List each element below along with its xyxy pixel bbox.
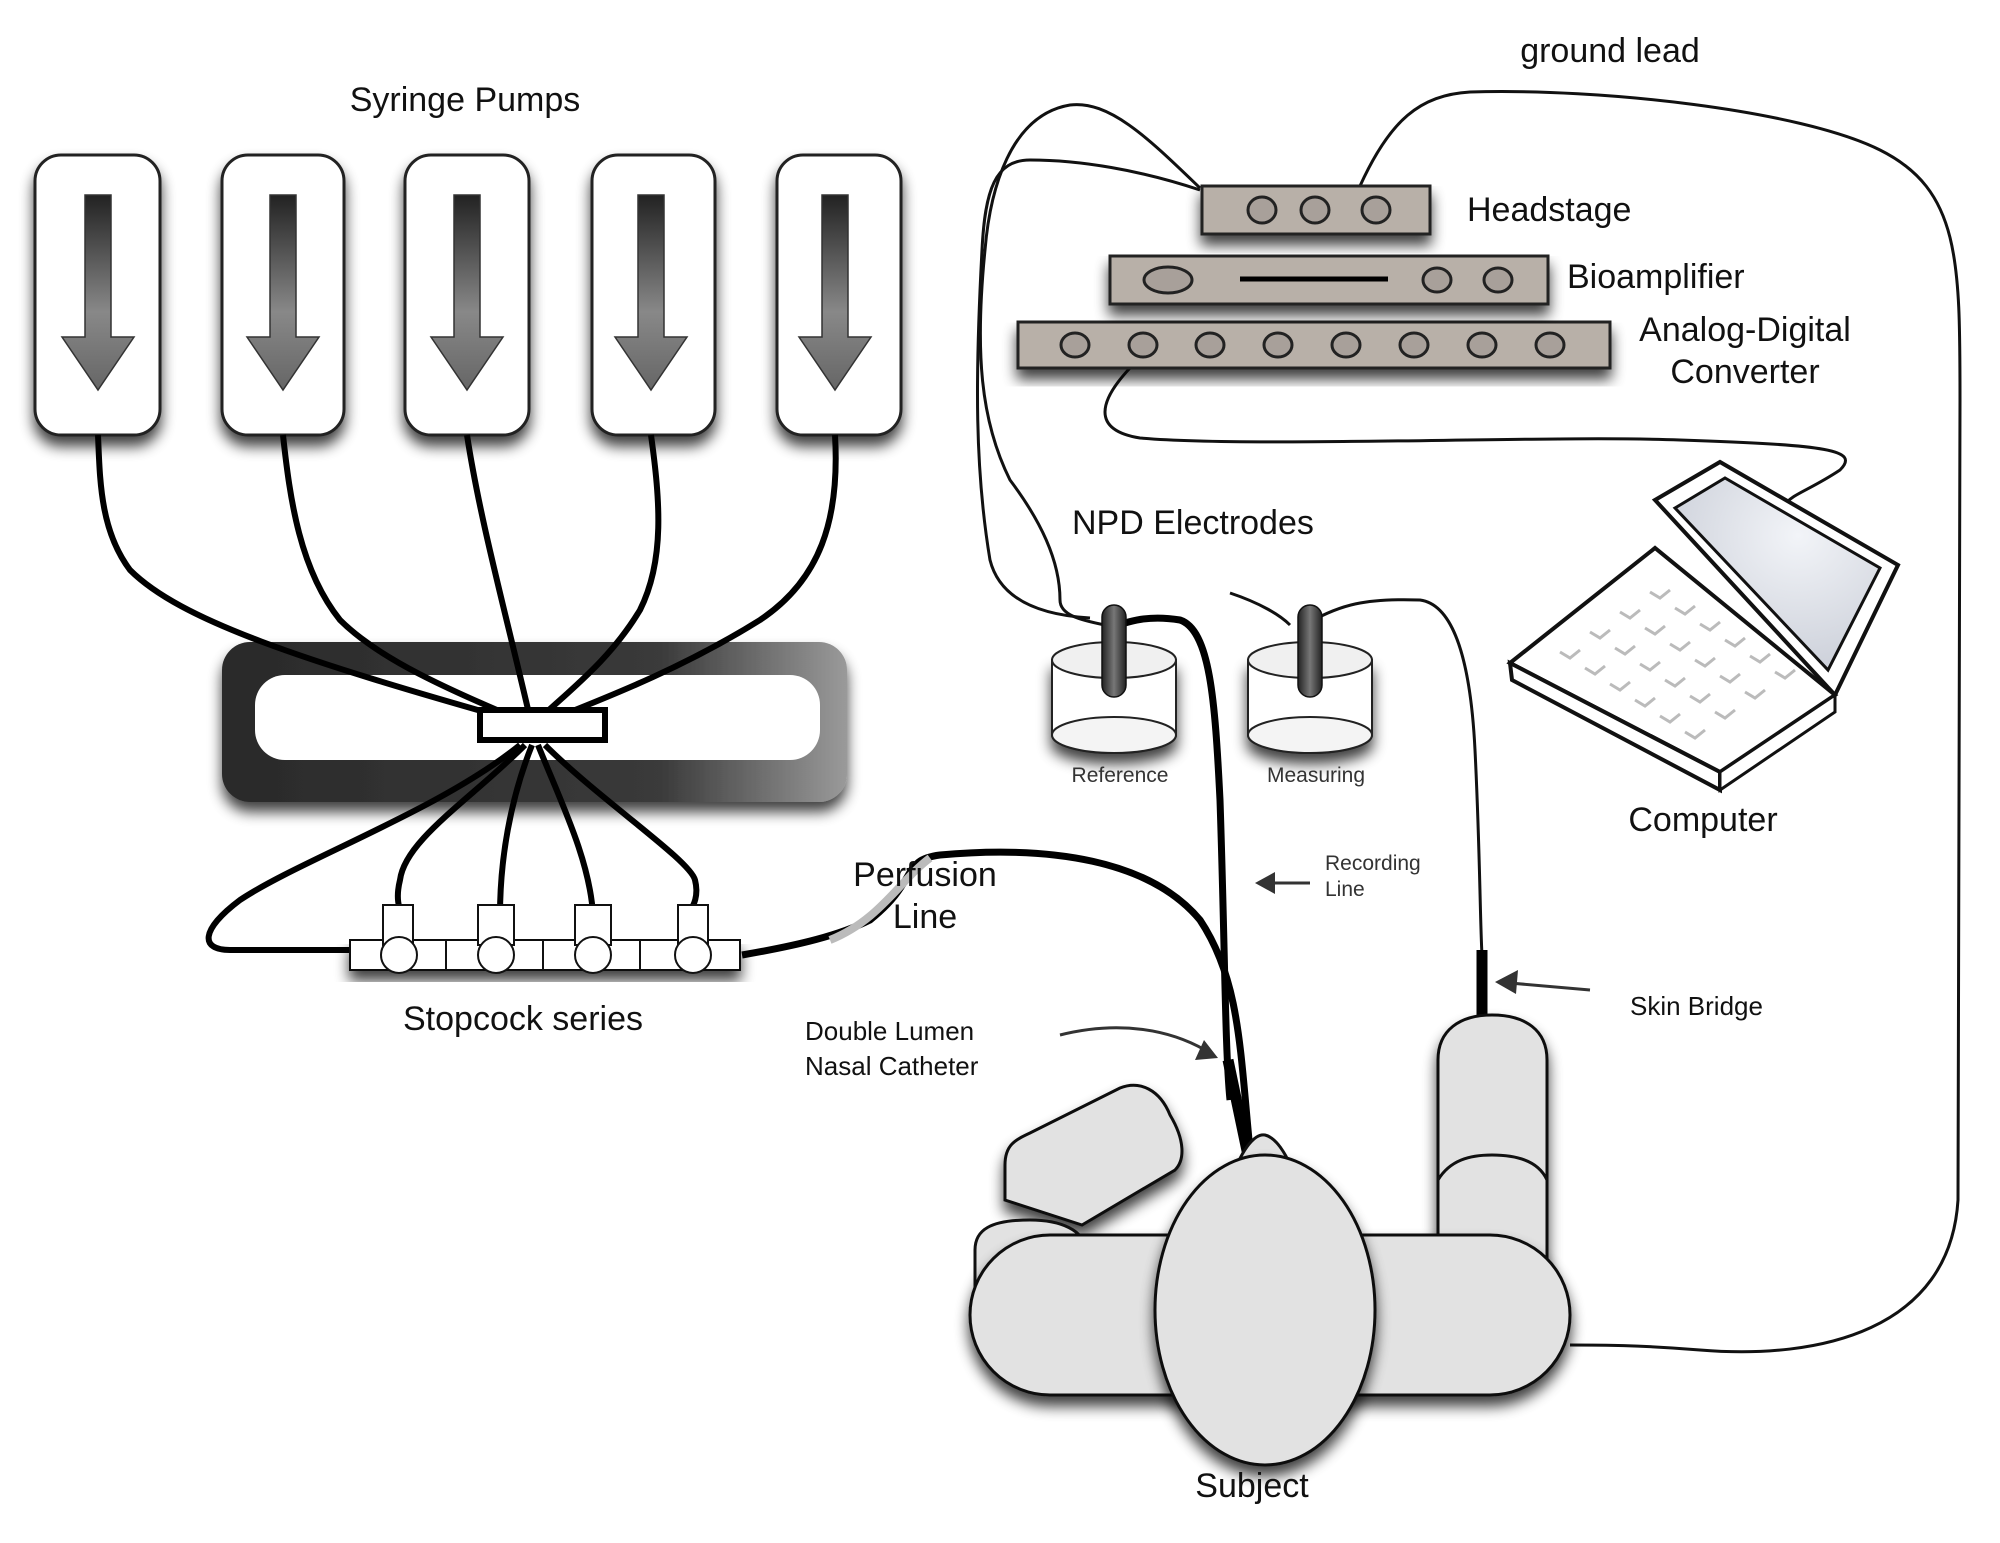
- stopcock-series: [349, 904, 741, 974]
- adc-label-1: Analog-Digital: [1639, 311, 1851, 349]
- measuring-skin-bridge-wire: [1309, 598, 1484, 956]
- adc-computer-wire: [1103, 366, 1847, 506]
- thin-wires: [975, 90, 1962, 1354]
- measuring-label: Measuring: [1267, 764, 1365, 787]
- down-arrow-icon: [245, 194, 321, 392]
- ground-lead-label: ground lead: [1520, 32, 1700, 70]
- stopcock-knob: [380, 936, 418, 974]
- recording-line-label-2: Line: [1325, 878, 1365, 901]
- adc-unit: [1016, 320, 1612, 370]
- measuring-electrode: [1247, 604, 1373, 754]
- bioamplifier-unit: [1108, 254, 1550, 306]
- ground-lead-wire: [1358, 90, 1962, 1354]
- recording-line-arrow: [1255, 872, 1310, 894]
- recording-line-label-1: Recording: [1325, 852, 1421, 875]
- pump-tubing: [95, 434, 839, 725]
- stopcock-knob: [674, 936, 712, 974]
- perfusion-line-label-1: Perfusion: [853, 856, 997, 894]
- adc-label-2: Converter: [1670, 353, 1819, 391]
- stopcock-valve: [574, 904, 612, 946]
- laptop-icon: [1506, 459, 1901, 794]
- reference-electrode: [1051, 604, 1177, 754]
- catheter-arrow: [1059, 1026, 1218, 1060]
- measuring-lead-wire: [1229, 591, 1292, 627]
- perfusion-line: [741, 848, 1254, 1151]
- subject-figure: [968, 1013, 1572, 1467]
- computer-label: Computer: [1628, 801, 1777, 839]
- headstage-left-wire: [975, 158, 1201, 620]
- reference-wire: [978, 103, 1202, 627]
- syringe-pumps-label: Syringe Pumps: [350, 81, 581, 119]
- headstage-label: Headstage: [1467, 191, 1631, 229]
- perfusion-line-label-2: Line: [893, 898, 957, 936]
- skin-bridge-label: Skin Bridge: [1630, 991, 1763, 1021]
- down-arrow-icon: [429, 194, 505, 392]
- npd-electrodes-label: NPD Electrodes: [1072, 504, 1314, 542]
- stopcock-series-label: Stopcock series: [403, 1000, 643, 1038]
- double-lumen-label-1: Double Lumen: [805, 1016, 974, 1046]
- headstage-unit: [1200, 184, 1432, 236]
- stopcock-knob: [477, 936, 515, 974]
- subject-label: Subject: [1195, 1467, 1309, 1505]
- stopcock-knob: [574, 936, 612, 974]
- skin-bridge-arrow: [1495, 970, 1591, 994]
- perfusion-line-highlight: [828, 854, 933, 944]
- reference-label: Reference: [1072, 764, 1169, 787]
- manifold-hub: [477, 707, 608, 743]
- syringe-pumps: [33, 153, 903, 437]
- double-lumen-label-2: Nasal Catheter: [805, 1051, 979, 1081]
- bioamplifier-label: Bioamplifier: [1567, 258, 1745, 296]
- recording-line: [1103, 614, 1234, 1101]
- down-arrow-icon: [613, 194, 689, 392]
- down-arrow-icon: [797, 194, 873, 392]
- down-arrow-icon: [60, 194, 136, 392]
